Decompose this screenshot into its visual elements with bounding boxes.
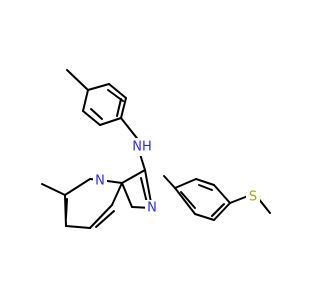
molecule-structure: NH N N S — [41, 69, 271, 229]
amine-label: NH — [132, 140, 152, 155]
tolyl-ring — [66, 69, 127, 126]
sulfur-label: S — [249, 190, 257, 205]
bond-amine-c3 — [139, 153, 146, 171]
pyridine-n-label: N — [95, 174, 105, 189]
imidazole-n-label: N — [147, 201, 157, 216]
atom-labels: NH N N S — [93, 138, 260, 216]
